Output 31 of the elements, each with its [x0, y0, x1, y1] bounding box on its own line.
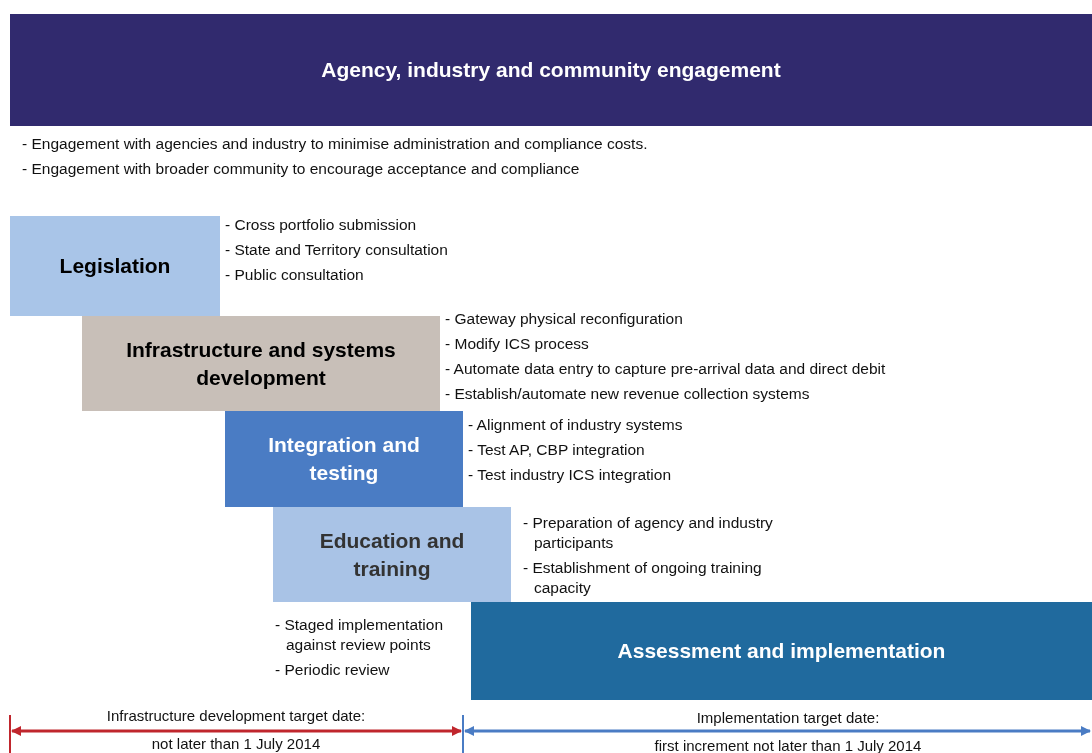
- bullet-text: - Establish/automate new revenue collection systems: [445, 384, 811, 404]
- phase-box: [10, 216, 220, 316]
- target-date-label: Infrastructure development target date:: [106, 707, 366, 724]
- phase-box: [82, 316, 440, 411]
- bullet-text: - Gateway physical reconfiguration: [445, 309, 684, 329]
- bullet-text: - Automate data entry to capture pre-arrival data and direct debit: [445, 359, 887, 379]
- target-date-label: Implementation target date:: [696, 709, 880, 726]
- bullet-text: - Establishment of ongoing training capacity: [523, 558, 763, 598]
- bullet-text: - Modify ICS process: [445, 334, 590, 354]
- phase-title: Education and training: [318, 527, 466, 582]
- phase-title: Infrastructure and systems development: [125, 336, 397, 391]
- bullet-text: - Test industry ICS integration: [468, 465, 673, 485]
- phase-title: Agency, industry and community engagement: [321, 57, 781, 83]
- phase-box: [10, 14, 1092, 126]
- phase-box: [273, 507, 511, 602]
- bullet-text: - Staged implementation against review points: [275, 615, 444, 655]
- target-date-label: not later than 1 July 2014: [151, 735, 321, 752]
- phase-title: Assessment and implementation: [617, 638, 946, 664]
- bullet-text: - Public consultation: [225, 265, 365, 285]
- phase-box: [471, 602, 1092, 700]
- bullet-text: - Engagement with broader community to encourage acceptance and compliance: [22, 159, 581, 179]
- bullet-text: - State and Territory consultation: [225, 240, 449, 260]
- bullet-text: - Alignment of industry systems: [468, 415, 684, 435]
- bullet-text: - Test AP, CBP integration: [468, 440, 646, 460]
- phase-title: Integration and testing: [267, 432, 421, 486]
- phase-box: [225, 411, 463, 507]
- bullet-text: - Engagement with agencies and industry to minimise administration and compliance costs.: [22, 134, 649, 154]
- bullet-text: - Preparation of agency and industry participants: [523, 513, 774, 553]
- phase-title: Legislation: [59, 253, 171, 279]
- bullet-text: - Periodic review: [275, 660, 391, 680]
- bullet-text: - Cross portfolio submission: [225, 215, 418, 235]
